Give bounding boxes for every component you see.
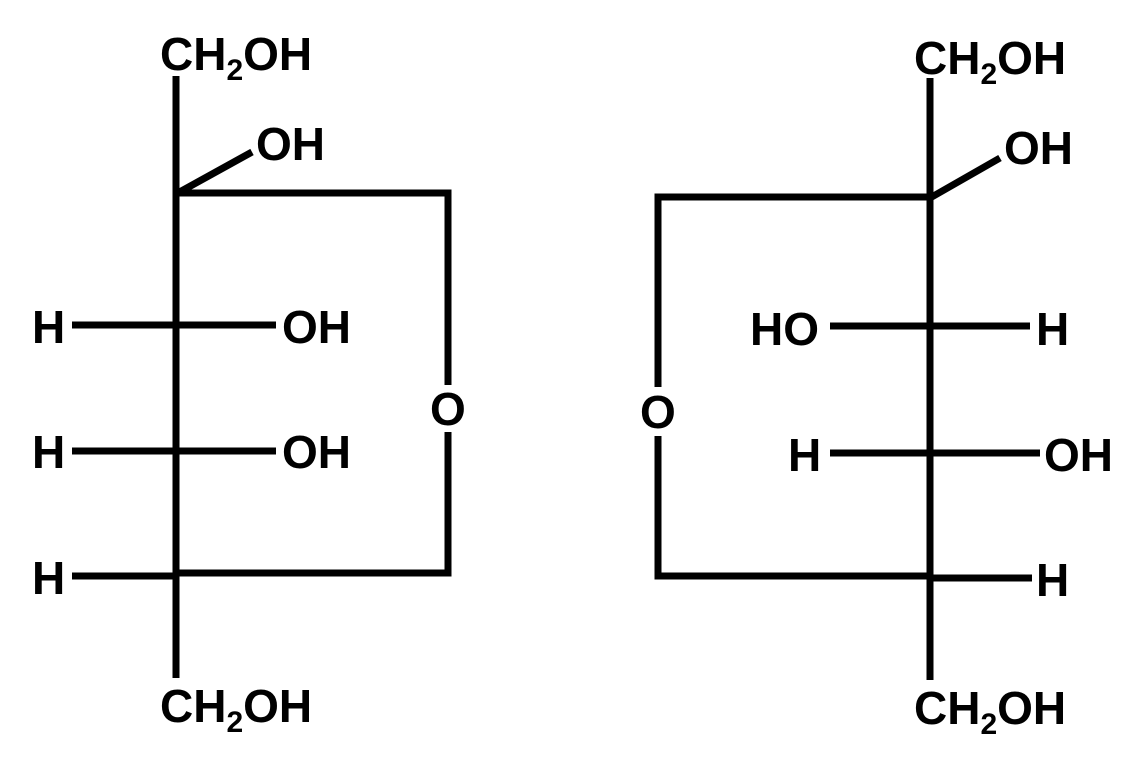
left-row1-oh-label: OH	[282, 301, 351, 353]
left-bottom-ch2oh-label: CH2OH	[160, 680, 312, 739]
right-row2-h-label: H	[788, 429, 821, 481]
left-structure: CH2OH OH H OH H OH H O CH2OH	[32, 28, 466, 739]
right-row2-oh-label: OH	[1044, 429, 1113, 481]
right-row1-h-label: H	[1036, 303, 1069, 355]
left-row3-h-label: H	[32, 552, 65, 604]
left-row1-h-label: H	[32, 301, 65, 353]
left-ring-lower-bond	[176, 432, 452, 577]
right-bottom-ch2oh-label: CH2OH	[914, 682, 1066, 741]
left-top-ch2oh-label: CH2OH	[160, 28, 312, 87]
right-top-ch2oh-label: CH2OH	[914, 32, 1066, 91]
right-anomeric-oh-bond	[928, 154, 1002, 202]
right-ring-oxygen-label: O	[640, 386, 676, 438]
left-ring-oxygen-label: O	[430, 383, 466, 435]
right-row3-h-label: H	[1036, 554, 1069, 606]
left-row2-h-label: H	[32, 426, 65, 478]
right-row1-ho-label: HO	[750, 303, 819, 355]
left-row2-oh-label: OH	[282, 426, 351, 478]
left-anomeric-oh-bond	[174, 148, 254, 198]
right-structure: CH2OH OH HO H H OH H O CH2OH	[640, 32, 1113, 741]
right-anomeric-oh-label: OH	[1004, 122, 1073, 174]
right-ring-lower-bond	[654, 436, 930, 580]
left-anomeric-oh-label: OH	[256, 118, 325, 170]
left-ring-upper-bond	[176, 189, 452, 385]
right-ring-upper-bond	[654, 193, 930, 387]
